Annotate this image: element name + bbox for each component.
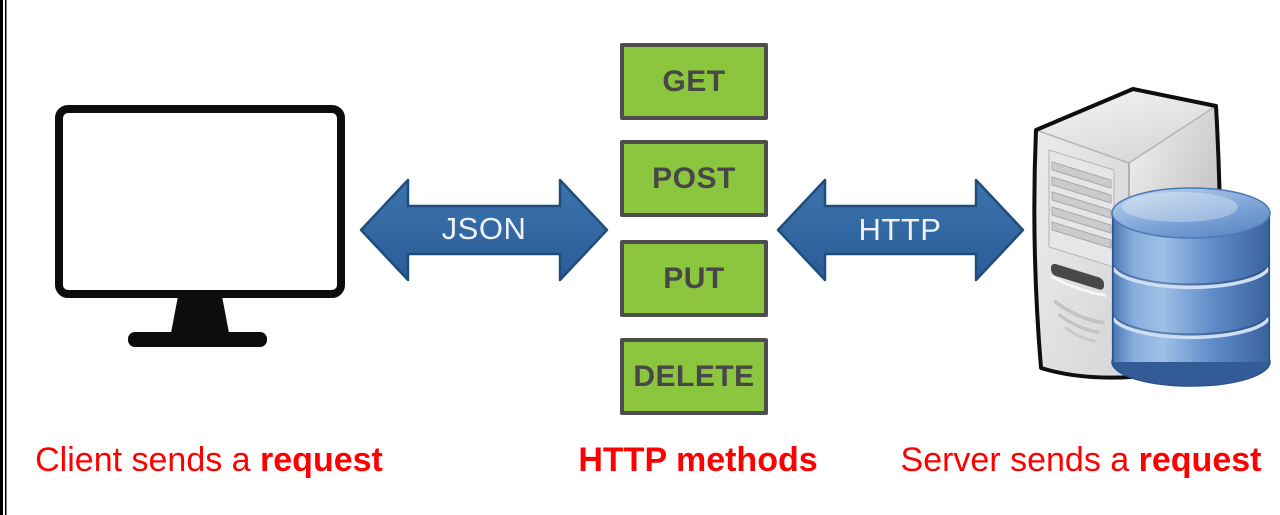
client-caption-text: Client sends a <box>35 441 261 479</box>
client-caption: Client sends a request <box>35 441 383 479</box>
http-arrow-label: HTTP <box>858 212 942 247</box>
server-caption-text: Server sends a <box>900 441 1139 479</box>
http-double-arrow-icon <box>776 178 1025 282</box>
server-caption: Server sends a request <box>901 441 1262 479</box>
methods-caption: HTTP methods <box>578 441 818 479</box>
client-monitor-icon <box>55 105 345 347</box>
json-arrow-label: JSON <box>441 211 527 246</box>
json-double-arrow-icon <box>359 178 609 282</box>
database-icon <box>1111 187 1271 387</box>
slide-edge-line <box>0 0 7 515</box>
method-box-get: GET <box>620 43 768 120</box>
method-box-post: POST <box>620 140 768 217</box>
server-caption-bold: request <box>1138 441 1262 479</box>
method-box-delete: DELETE <box>620 338 768 415</box>
method-box-put: PUT <box>620 240 768 317</box>
client-caption-bold: request <box>260 441 383 479</box>
